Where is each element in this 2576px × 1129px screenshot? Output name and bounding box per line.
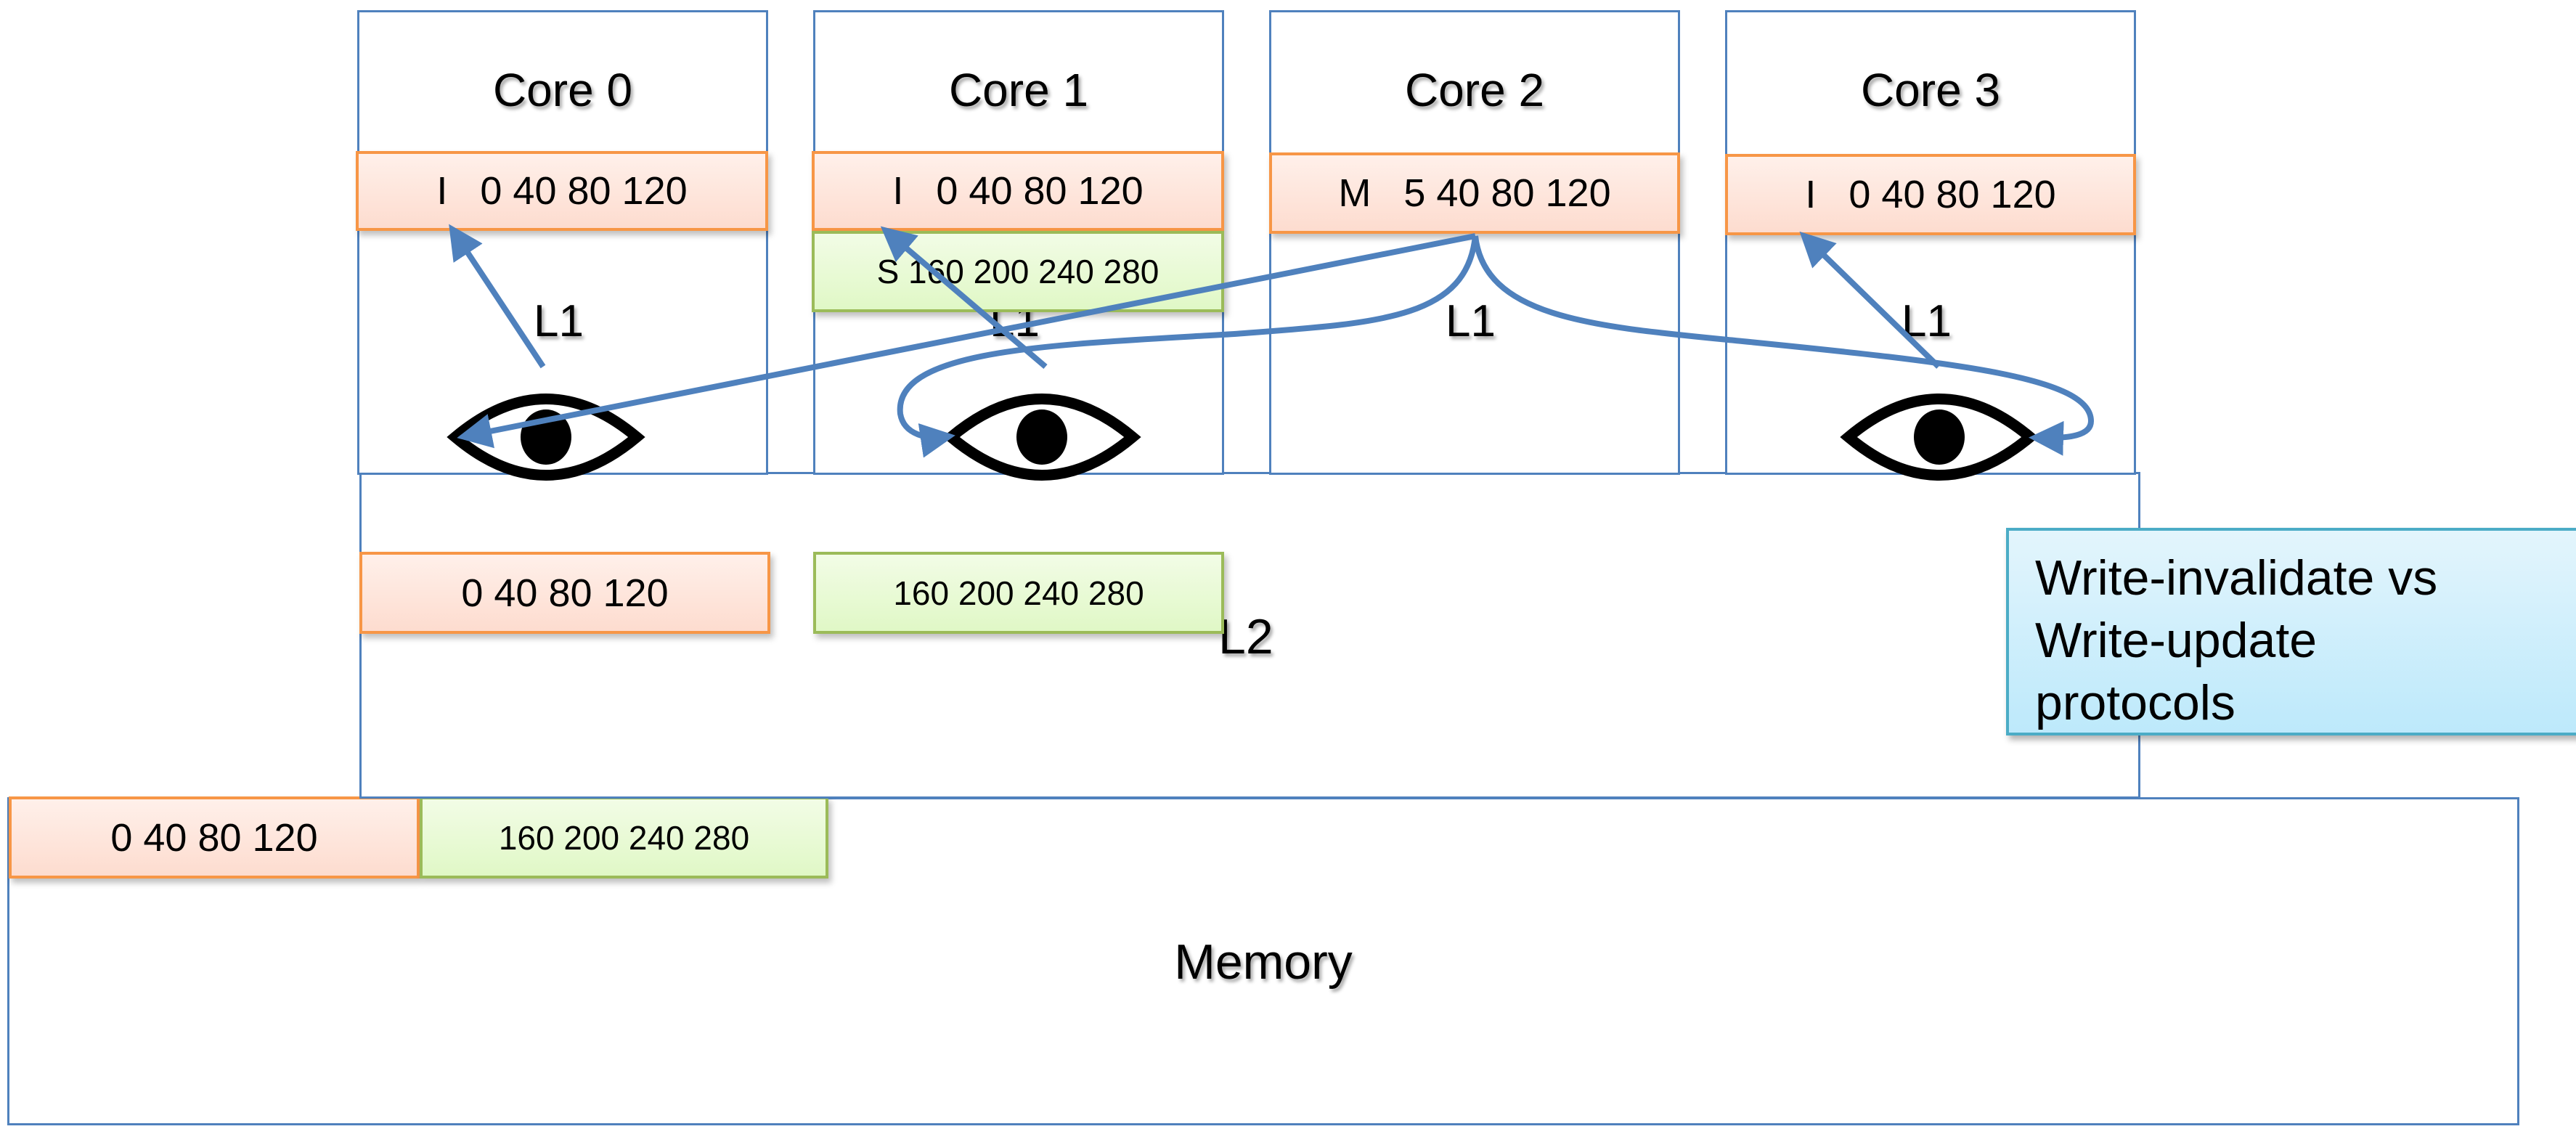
arrow-broadcast-core-3	[1472, 235, 2095, 456]
callout-line-3: protocols	[2035, 675, 2235, 730]
arrow-core-1-load	[880, 226, 1048, 370]
arrow-core-3-load	[1799, 231, 1941, 369]
core-2-l1-line-0: M 5 40 80 120	[1269, 152, 1680, 234]
core-0-title: Core 0	[492, 64, 633, 116]
l2-label: L2	[1218, 609, 1273, 664]
protocol-callout: Write-invalidate vs Write-update protoco…	[2006, 528, 2576, 735]
core-3-title: Core 3	[1860, 64, 2001, 116]
memory-label: Memory	[1174, 934, 1353, 990]
core-3-l1-line-0: I 0 40 80 120	[1725, 154, 2136, 235]
core-1-l1-line-0: I 0 40 80 120	[812, 151, 1224, 231]
core-0-l1-label: L1	[534, 296, 584, 346]
memory-line-0: 0 40 80 120	[9, 796, 420, 879]
l2-line-1: 160 200 240 280	[813, 552, 1224, 634]
core-2-title: Core 2	[1404, 64, 1545, 116]
arrow-core-0-load	[449, 224, 546, 369]
core-1-l1-line-1: S 160 200 240 280	[812, 231, 1224, 312]
arrow-broadcast-core-1	[897, 235, 1478, 458]
l2-cache: L2	[359, 472, 2140, 799]
eye-icon-core-3	[1840, 394, 2039, 481]
eye-icon-core-1	[942, 394, 1141, 481]
memory-line-1: 160 200 240 280	[420, 796, 828, 879]
core-0-l1-line-0: I 0 40 80 120	[356, 151, 768, 231]
core-2-l1-label: L1	[1446, 296, 1496, 346]
arrow-broadcast-core-0	[457, 233, 1476, 449]
core-1-title: Core 1	[948, 64, 1089, 116]
callout-line-2: Write-update	[2035, 613, 2318, 668]
eye-icon-core-0	[447, 394, 645, 481]
callout-line-1: Write-invalidate vs	[2035, 550, 2438, 606]
l2-line-0: 0 40 80 120	[359, 552, 770, 634]
